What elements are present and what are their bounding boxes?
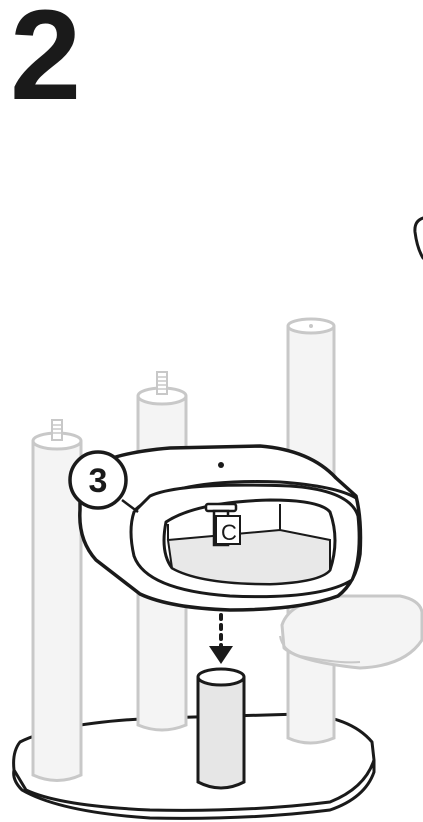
threaded-stud	[157, 372, 167, 394]
part-label: C	[221, 520, 237, 545]
callout-badge: 3	[70, 452, 126, 508]
callout-number: 3	[89, 462, 108, 500]
threaded-stud	[52, 420, 62, 440]
hand-icon	[415, 218, 423, 258]
dowel-c	[198, 669, 244, 788]
hole-marker	[218, 462, 224, 468]
